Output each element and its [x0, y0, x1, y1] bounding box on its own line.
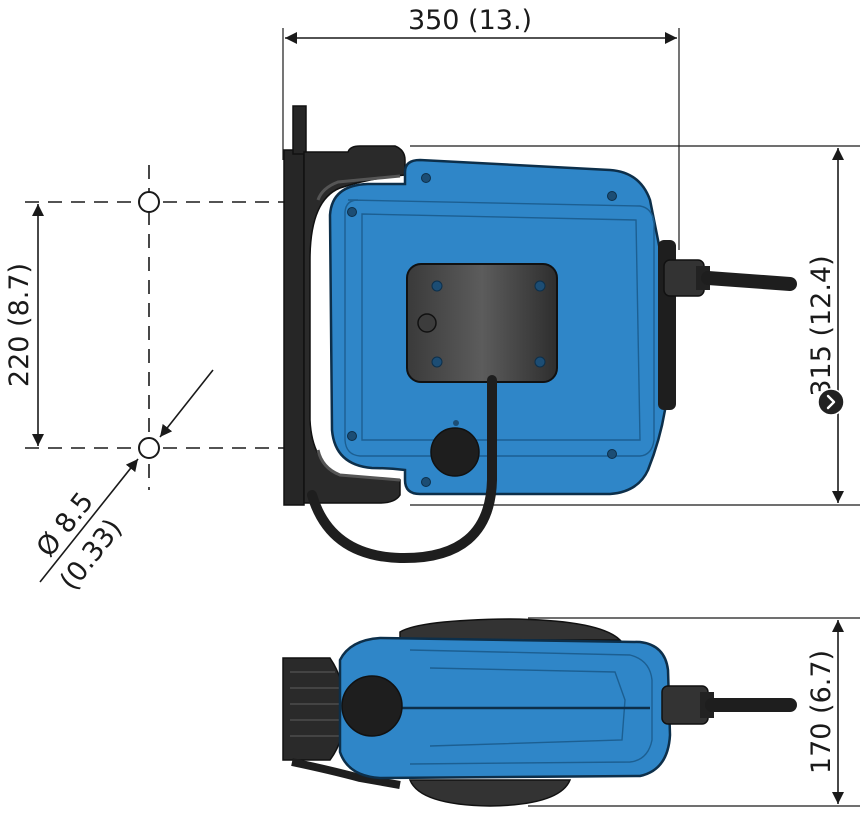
width-label: 350 (13.) — [408, 5, 532, 36]
bracket-fin — [282, 657, 346, 761]
hose — [307, 375, 497, 564]
hole-diameter-dimension: Ø 8.5 (0.33) — [31, 369, 214, 596]
mount-spacing-dimension: 220 (8.7) — [4, 165, 285, 490]
height-label: 315 (12.4) — [806, 255, 837, 396]
mount-spacing-label: 220 (8.7) — [4, 263, 35, 387]
height-dimension: 315 (12.4) — [410, 145, 860, 506]
depth-label: 170 (6.7) — [806, 650, 837, 774]
width-dimension: 350 (13.) — [282, 5, 680, 250]
bracket-tab — [292, 105, 307, 155]
next-image-button[interactable] — [817, 388, 845, 416]
front-view — [283, 105, 797, 564]
lower-knob — [430, 427, 480, 477]
wall-bracket — [283, 149, 305, 506]
power-cord — [701, 271, 797, 291]
depth-dimension: 170 (6.7) — [528, 617, 860, 807]
mount-hole-bottom — [138, 437, 160, 459]
drum-bottom — [408, 779, 572, 807]
mount-hole-top — [138, 191, 160, 213]
chevron-right-icon — [826, 394, 836, 410]
swivel-arm — [303, 145, 406, 504]
side-knob — [341, 675, 403, 737]
side-view — [282, 618, 797, 807]
drum-top — [399, 618, 622, 641]
center-plate — [406, 263, 558, 383]
